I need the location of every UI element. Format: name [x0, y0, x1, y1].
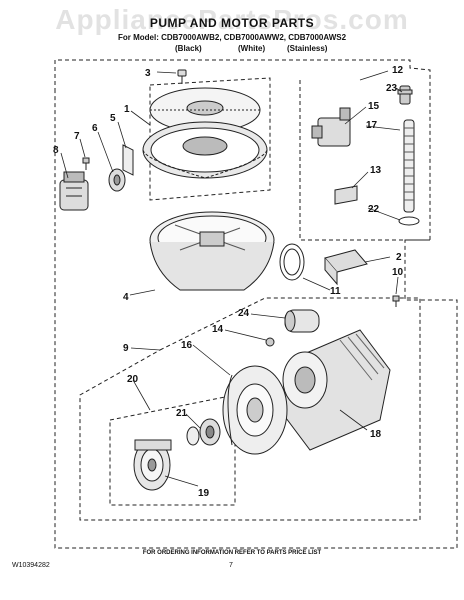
- callout-10: 10: [392, 267, 404, 278]
- callout-2: 2: [396, 252, 402, 263]
- variant-white: (White): [238, 44, 266, 53]
- part-8-diverter-motor: [59, 171, 89, 211]
- part-6-cam: [108, 168, 126, 192]
- callout-23: 23: [386, 83, 398, 94]
- part-16-pump-housing: [222, 365, 288, 455]
- part-1-gear-ring: [142, 121, 268, 179]
- callout-21: 21: [176, 408, 188, 419]
- part-23-fitting: [397, 85, 413, 105]
- part-3-screw: [177, 69, 187, 84]
- callout-18: 18: [370, 429, 382, 440]
- callout-16: 16: [181, 340, 193, 351]
- callout-8: 8: [53, 145, 59, 156]
- ordering-note: FOR ORDERING INFORMATION REFER TO PARTS …: [142, 550, 322, 556]
- part-14-screw: [265, 337, 275, 347]
- part-22-clamp: [398, 216, 420, 226]
- group-frame-12: [299, 80, 430, 241]
- callout-17: 17: [366, 120, 378, 131]
- callout-5: 5: [110, 113, 116, 124]
- part-4-sump: [149, 211, 275, 291]
- callout-19: 19: [198, 488, 210, 499]
- part-15-valve: [311, 107, 351, 147]
- top-parts-frame: [149, 77, 271, 201]
- part-11-gasket: [279, 243, 305, 281]
- callout-6: 6: [92, 123, 98, 134]
- part-7-screw: [82, 157, 90, 170]
- leader-lines: [60, 70, 403, 487]
- page-number: 7: [229, 562, 233, 569]
- part-5-bracket: [122, 144, 134, 176]
- callout-3: 3: [145, 68, 151, 79]
- variant-stainless: (Stainless): [287, 44, 328, 53]
- callout-22: 22: [368, 204, 380, 215]
- part-24-capacitor: [284, 309, 320, 333]
- callout-24: 24: [238, 308, 250, 319]
- callout-11: 11: [330, 286, 341, 297]
- callout-14: 14: [212, 324, 224, 335]
- part-2-cover: [324, 249, 368, 286]
- callout-9: 9: [123, 343, 129, 354]
- part-13-bracket: [334, 185, 358, 205]
- outer-frame: [54, 59, 458, 549]
- callout-7: 7: [74, 131, 80, 142]
- page-title: PUMP AND MOTOR PARTS: [149, 16, 315, 30]
- callout-4: 4: [123, 292, 129, 303]
- model-list: For Model: CDB7000AWB2, CDB7000AWW2, CDB…: [117, 33, 347, 42]
- variant-black: (Black): [175, 44, 202, 53]
- watermark-text: AppliancePartsPros.com: [55, 4, 409, 35]
- callout-1: 1: [124, 104, 130, 115]
- callout-12: 12: [392, 65, 404, 76]
- part-21-seal: [186, 418, 221, 446]
- callout-15: 15: [368, 101, 380, 112]
- callout-20: 20: [127, 374, 139, 385]
- part-19-impeller: [133, 439, 172, 491]
- group-frame-20: [109, 394, 236, 506]
- part-17-hose: [403, 119, 415, 213]
- document-number: W10394282: [12, 562, 50, 569]
- part-10-screw: [392, 295, 400, 307]
- part-18-motor: [279, 329, 391, 451]
- callout-13: 13: [370, 165, 382, 176]
- group-frame-9: [79, 297, 421, 521]
